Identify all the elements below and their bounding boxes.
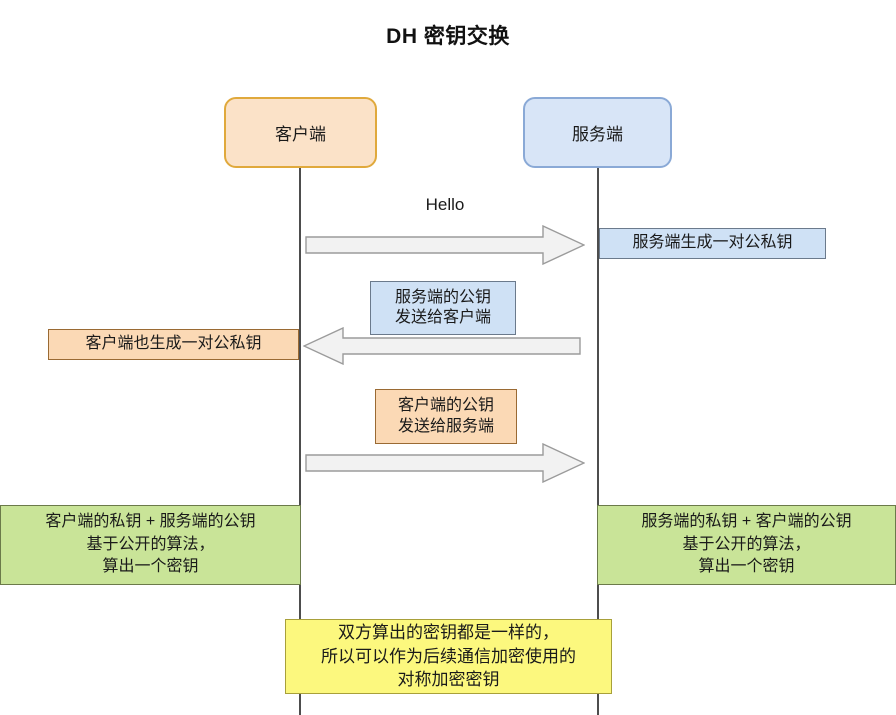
- note-line: 所以可以作为后续通信加密使用的: [321, 646, 576, 666]
- note-client-generates-keypair: 客户端也生成一对公私钥: [48, 329, 299, 360]
- arrow-server-to-client-pubkey[interactable]: [303, 327, 581, 365]
- note-server-derives-secret: 服务端的私钥 + 客户端的公钥 基于公开的算法， 算出一个密钥: [597, 505, 896, 585]
- message-label-line: 客户端的公钥: [397, 397, 494, 415]
- note-line: 客户端也生成一对公私钥: [85, 335, 262, 353]
- note-client-derives-secret: 客户端的私钥 + 服务端的公钥 基于公开的算法， 算出一个密钥: [0, 505, 301, 585]
- block-arrow-right-icon: [305, 443, 585, 483]
- participant-client-label: 客户端: [275, 125, 326, 144]
- note-line: 客户端的私钥 + 服务端的公钥: [45, 512, 256, 530]
- lifeline-server: [597, 168, 599, 715]
- message-label-client-pubkey-to-server: 客户端的公钥 发送给服务端: [375, 389, 517, 444]
- note-line: 基于公开的算法，: [86, 535, 215, 553]
- participant-client[interactable]: 客户端: [224, 97, 377, 168]
- participant-server-label: 服务端: [572, 125, 623, 144]
- block-arrow-left-icon: [303, 327, 581, 365]
- note-server-generates-keypair: 服务端生成一对公私钥: [599, 228, 826, 259]
- note-shared-secret-conclusion: 双方算出的密钥都是一样的， 所以可以作为后续通信加密使用的 对称加密密钥: [285, 619, 612, 694]
- message-label-server-pubkey-to-client: 服务端的公钥 发送给客户端: [370, 281, 516, 335]
- note-line: 基于公开的算法，: [682, 535, 811, 553]
- lifeline-client: [299, 168, 301, 715]
- note-line: 算出一个密钥: [698, 558, 795, 576]
- note-line: 服务端生成一对公私钥: [632, 234, 793, 252]
- note-line: 双方算出的密钥都是一样的，: [338, 622, 559, 642]
- message-label-line: 服务端的公钥: [394, 288, 491, 306]
- note-line: 对称加密密钥: [397, 670, 500, 690]
- message-label-line: 发送给服务端: [397, 417, 494, 435]
- note-line: 服务端的私钥 + 客户端的公钥: [641, 512, 852, 530]
- participant-server[interactable]: 服务端: [523, 97, 672, 168]
- page-title: DH 密钥交换: [386, 25, 510, 48]
- block-arrow-right-icon: [305, 225, 585, 265]
- message-label-line: 发送给客户端: [394, 309, 491, 326]
- note-line: 算出一个密钥: [102, 558, 199, 576]
- arrow-client-to-server-hello[interactable]: [305, 225, 585, 265]
- message-label-hello: Hello: [425, 195, 465, 214]
- arrow-client-to-server-pubkey[interactable]: [305, 443, 585, 483]
